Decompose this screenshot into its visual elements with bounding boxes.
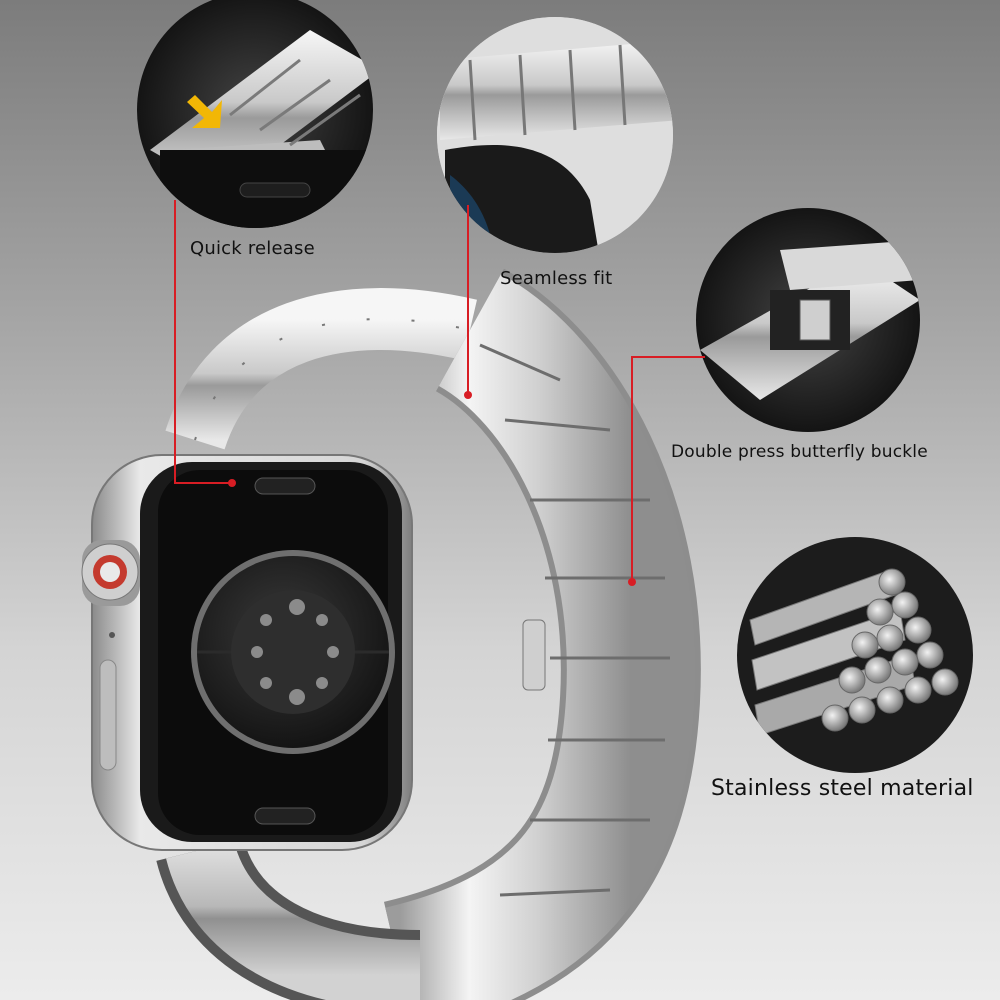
band-bottom-links [156,837,421,1000]
seamless-fit-label: Seamless fit [500,268,613,289]
arrow-icon [187,95,222,128]
stainless-steel-label: Stainless steel material [711,776,974,801]
stainless-steel-detail [737,537,973,773]
quick-release-detail [137,0,373,228]
band-top-links [165,288,477,451]
butterfly-buckle-label: Double press butterfly buckle [671,442,928,462]
band-right-links [383,268,701,1000]
callout-lines [174,200,705,582]
butterfly-buckle-detail [696,208,920,432]
seamless-fit-detail [437,17,673,253]
quick-release-label: Quick release [190,238,315,259]
watch [81,454,413,851]
